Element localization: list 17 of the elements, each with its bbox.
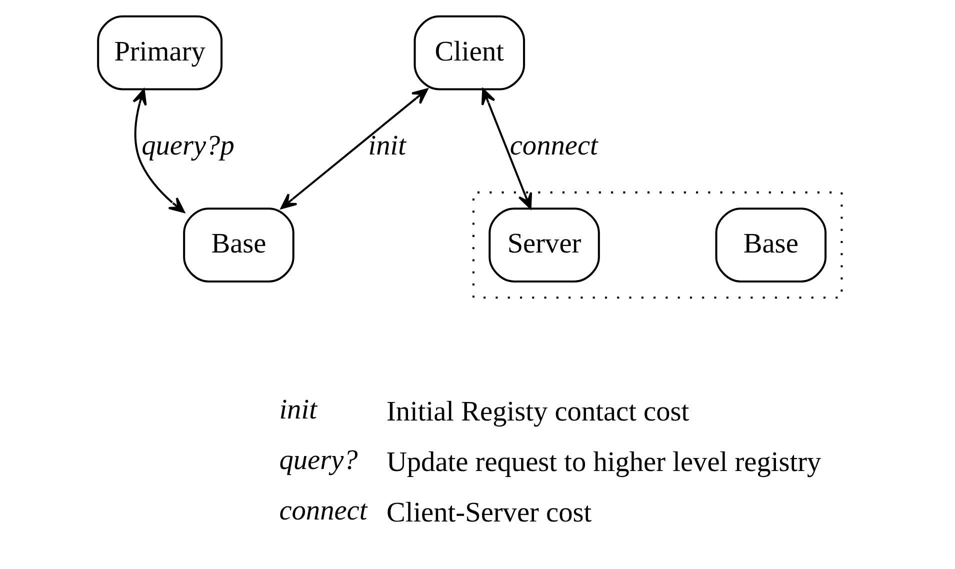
node-box: Primary (96, 15, 222, 90)
label: Update request to higher level registry (386, 447, 821, 478)
label: connect (278, 496, 367, 527)
edge-label: query?p (141, 130, 234, 162)
arrow (480, 88, 532, 210)
arrow (280, 88, 428, 210)
node-box: Server (488, 208, 600, 282)
label: Initial Registy contact cost (386, 396, 689, 428)
node-box: Base (714, 208, 826, 282)
edge-label: init (368, 130, 406, 162)
label: Client-Server cost (386, 498, 592, 529)
label: query? (278, 445, 358, 476)
edge-label: connect (509, 130, 598, 162)
arrow (132, 88, 184, 213)
node-box: Base (182, 208, 294, 282)
label: init (278, 394, 316, 426)
node-box: Client (413, 15, 525, 90)
